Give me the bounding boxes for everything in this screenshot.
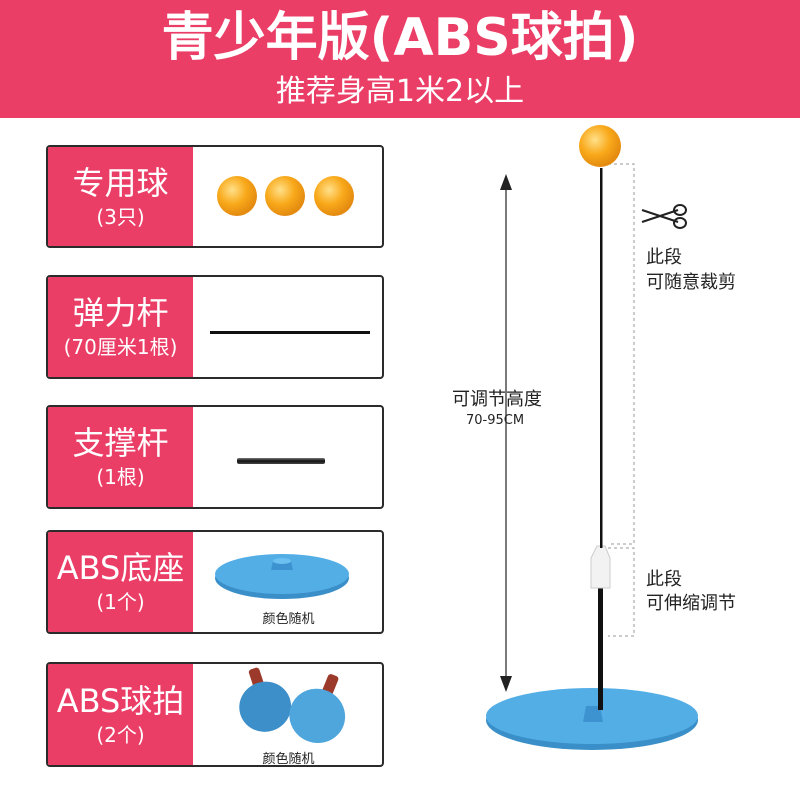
paddles-icon xyxy=(239,667,346,743)
item-quantity: (2个) xyxy=(96,722,145,747)
support-rod-shape xyxy=(598,588,603,710)
balls-image xyxy=(193,147,382,246)
height-range: 70-95CM xyxy=(466,413,525,428)
item-quantity: (1个) xyxy=(96,590,145,614)
abs-base-icon xyxy=(215,554,349,599)
support-rod-image xyxy=(193,407,382,507)
item-quantity: (3只) xyxy=(96,204,145,229)
ball-icon xyxy=(314,176,354,216)
ping-pong-balls-icon xyxy=(217,176,354,216)
height-label: 可调节高度 xyxy=(452,389,542,410)
cut-note-line2: 可随意裁剪 xyxy=(646,272,736,293)
trainer-diagram xyxy=(486,125,698,750)
support-rod-icon xyxy=(237,458,325,464)
item-name: ABS球拍 xyxy=(56,681,185,720)
item-row-abs-paddles: ABS球拍 (2个) 颜色随机 xyxy=(46,662,384,767)
item-name: 弹力杆 xyxy=(72,294,169,332)
adjust-section-bracket xyxy=(608,547,635,637)
item-name: 专用球 xyxy=(72,163,169,202)
item-name: 支撑杆 xyxy=(72,424,169,462)
elastic-rod-shape xyxy=(600,168,603,548)
connector-shape xyxy=(590,545,611,589)
cut-note-line1: 此段 xyxy=(646,247,682,268)
cut-section-bracket xyxy=(608,163,635,545)
item-row-abs-base: ABS底座 (1个) 颜色随机 xyxy=(46,530,384,634)
page-title: 青少年版(ABS球拍) xyxy=(161,8,639,68)
scissors-icon xyxy=(641,204,687,229)
adjust-note-line1: 此段 xyxy=(646,569,682,590)
item-quantity: (70厘米1根) xyxy=(63,335,178,359)
item-quantity: (1根) xyxy=(96,465,145,489)
item-label: ABS球拍 (2个) xyxy=(48,664,193,765)
abs-base-image: 颜色随机 xyxy=(193,532,382,632)
elastic-rod-icon xyxy=(210,331,370,334)
item-name: ABS底座 xyxy=(56,549,185,587)
paddles-image: 颜色随机 xyxy=(193,664,382,767)
ball-icon xyxy=(265,176,305,216)
item-label: 支撑杆 (1根) xyxy=(48,407,193,507)
item-row-balls: 专用球 (3只) xyxy=(46,145,384,248)
item-label: 专用球 (3只) xyxy=(48,147,193,246)
adjust-note-line2: 可伸缩调节 xyxy=(646,593,736,614)
elastic-rod-image xyxy=(193,277,382,377)
item-row-support-rod: 支撑杆 (1根) xyxy=(46,405,384,509)
header-banner: 青少年版(ABS球拍) 推荐身高1米2以上 xyxy=(0,0,800,118)
color-random-caption: 颜色随机 xyxy=(262,752,315,767)
ball-shape xyxy=(579,125,621,167)
color-random-caption: 颜色随机 xyxy=(262,612,315,627)
ball-icon xyxy=(217,176,257,216)
item-row-elastic-rod: 弹力杆 (70厘米1根) xyxy=(46,275,384,379)
item-label: 弹力杆 (70厘米1根) xyxy=(48,277,193,377)
page-subtitle: 推荐身高1米2以上 xyxy=(275,74,525,109)
item-label: ABS底座 (1个) xyxy=(48,532,193,632)
